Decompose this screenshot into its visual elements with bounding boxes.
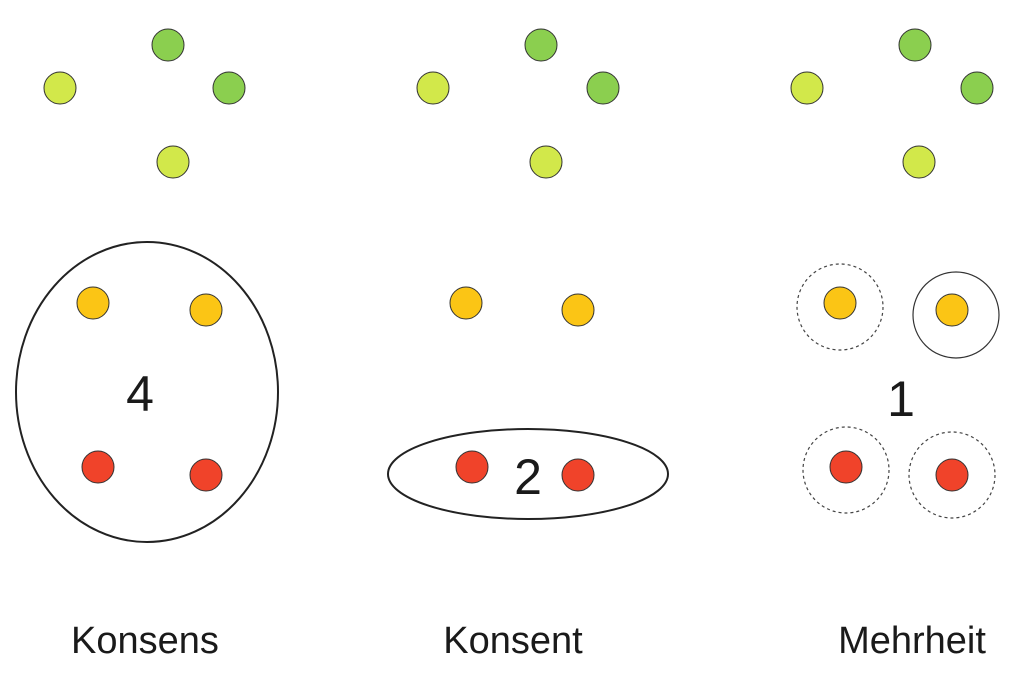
panel-konsent: 2 Konsent bbox=[387, 28, 669, 662]
green-dot bbox=[898, 28, 932, 62]
green-dot bbox=[586, 71, 620, 105]
dashed-ring bbox=[796, 263, 884, 351]
panel-label: Konsent bbox=[443, 620, 583, 662]
red-dot bbox=[189, 458, 223, 492]
green-light-dot bbox=[902, 145, 936, 179]
green-light-dot bbox=[156, 145, 190, 179]
panel-number: 1 bbox=[887, 371, 915, 427]
yellow-dot bbox=[561, 293, 595, 327]
red-dot bbox=[81, 450, 115, 484]
panel-label: Konsens bbox=[71, 620, 219, 662]
solid-ring bbox=[912, 271, 1000, 359]
green-light-dot bbox=[790, 71, 824, 105]
green-light-dot bbox=[529, 145, 563, 179]
consensus-ellipse bbox=[15, 241, 279, 543]
yellow-dot bbox=[823, 286, 857, 320]
panel-number: 2 bbox=[514, 449, 542, 505]
panel-mehrheit: 1 Mehrheit bbox=[790, 28, 1000, 662]
panel-konsens: 4 Konsens bbox=[15, 28, 279, 662]
green-dot bbox=[960, 71, 994, 105]
panel-number: 4 bbox=[126, 366, 154, 422]
red-dot bbox=[455, 450, 489, 484]
yellow-dot bbox=[935, 293, 969, 327]
dashed-ring bbox=[908, 431, 996, 519]
red-dot bbox=[561, 458, 595, 492]
panel-label: Mehrheit bbox=[838, 620, 986, 662]
yellow-dot bbox=[76, 286, 110, 320]
green-light-dot bbox=[43, 71, 77, 105]
yellow-dot bbox=[449, 286, 483, 320]
red-dot bbox=[829, 450, 863, 484]
green-dot bbox=[151, 28, 185, 62]
green-dot bbox=[524, 28, 558, 62]
green-dot bbox=[212, 71, 246, 105]
green-light-dot bbox=[416, 71, 450, 105]
red-dot bbox=[935, 458, 969, 492]
dashed-ring bbox=[802, 426, 890, 514]
consent-ellipse bbox=[387, 428, 669, 520]
yellow-dot bbox=[189, 293, 223, 327]
